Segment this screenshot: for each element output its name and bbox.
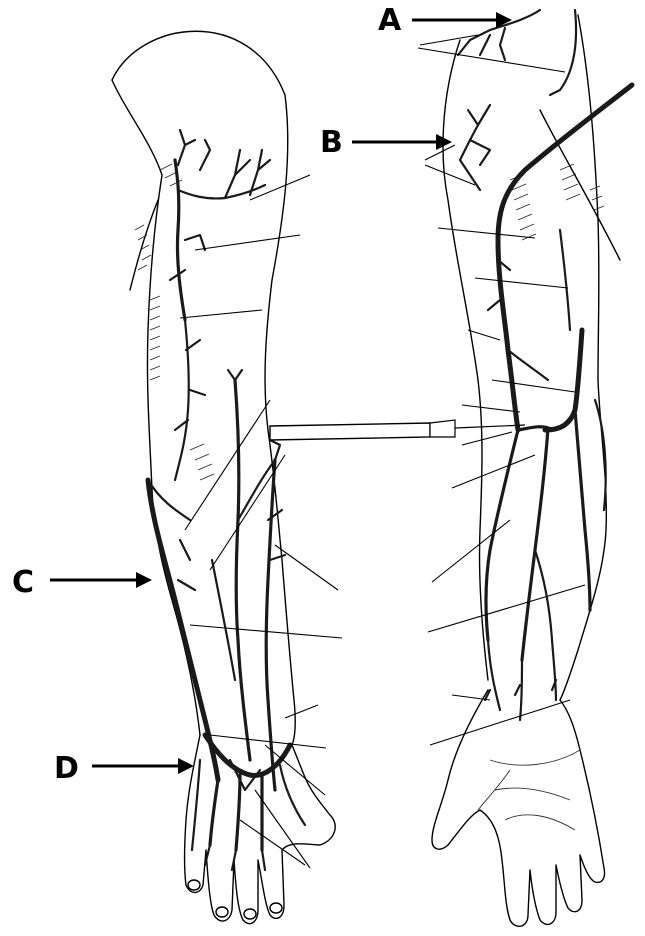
right-shoulder-veins — [458, 10, 576, 190]
leader-line — [425, 165, 475, 185]
arrow-right-icon — [136, 572, 152, 588]
leader-line — [475, 278, 568, 288]
marker-a-label: A — [378, 3, 402, 38]
left-upper-arm-veins — [170, 130, 270, 480]
leader-line — [418, 48, 565, 72]
left-hand-outline — [185, 735, 336, 924]
leader-line — [195, 235, 300, 250]
marker-b-label: B — [320, 125, 343, 160]
leader-line — [180, 310, 262, 318]
marker-d: D — [54, 751, 194, 786]
probe-pointer — [270, 420, 525, 440]
left-forearm-veins — [148, 370, 285, 790]
leader-line — [428, 585, 585, 632]
right-palm-creases — [478, 750, 580, 830]
marker-a: A — [378, 3, 512, 38]
left-arm — [112, 31, 335, 923]
marker-c-label: C — [12, 565, 34, 600]
marker-b: B — [320, 125, 452, 160]
right-arm-veins — [486, 85, 632, 660]
marker-c: C — [12, 565, 152, 600]
marker-d-label: D — [54, 751, 79, 786]
leader-line — [468, 330, 500, 340]
leader-line — [240, 820, 305, 865]
leader-line — [432, 520, 510, 582]
leader-line — [210, 455, 285, 570]
leader-lines — [180, 35, 585, 868]
leader-line — [452, 455, 535, 488]
arrow-right-icon — [178, 758, 194, 774]
right-arm — [432, 10, 632, 926]
leader-line — [462, 405, 520, 412]
leader-line — [210, 735, 326, 748]
leader-line — [285, 705, 318, 718]
cephalic-vein-right — [498, 85, 632, 430]
right-hand-outline — [432, 690, 605, 926]
leader-line — [492, 380, 575, 392]
left-arm-shading — [135, 164, 214, 480]
leader-line — [185, 400, 270, 530]
left-arm-outline-back — [112, 80, 200, 735]
right-axilla-edge — [540, 110, 620, 260]
right-arm-outline-inner — [560, 15, 606, 700]
leader-line — [462, 432, 512, 445]
right-arm-outline-outer — [443, 40, 488, 680]
